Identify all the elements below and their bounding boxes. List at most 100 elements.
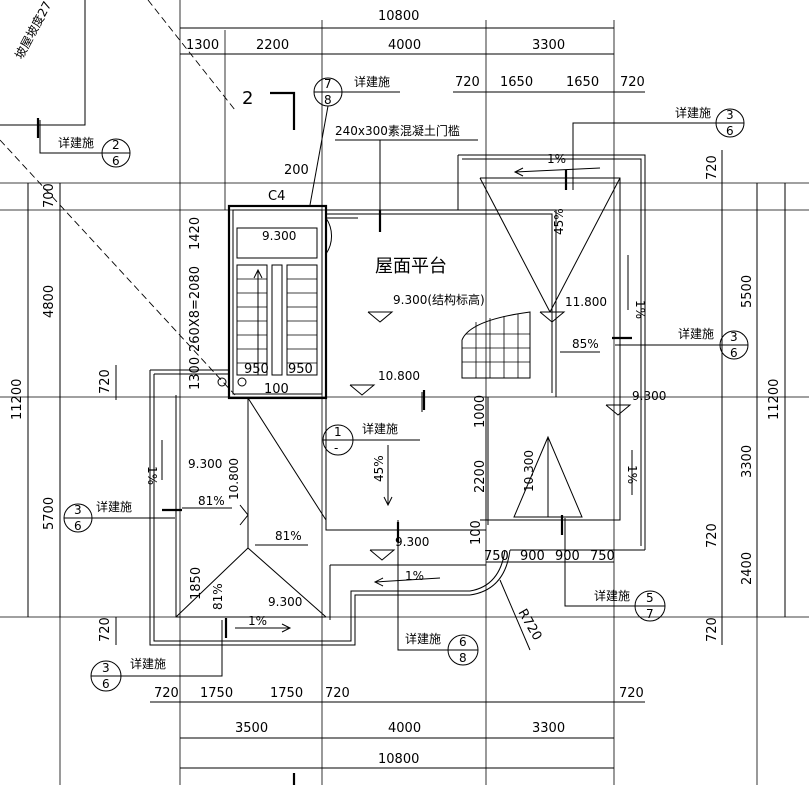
- elevation-label: 9.300: [262, 229, 296, 243]
- inner-bottom-dim: 750: [590, 549, 615, 564]
- svg-text:详建施: 详建施: [362, 421, 398, 436]
- bottom-dimensions: 720 1750 1750 720 720 3500 4000 3300 108…: [150, 686, 645, 769]
- dim-top-right-seg: 1650: [566, 75, 599, 90]
- dim-right-seg: 720: [705, 523, 720, 548]
- svg-text:-: -: [334, 441, 338, 455]
- section-ticks: [36, 118, 632, 785]
- svg-text:8: 8: [459, 651, 467, 665]
- dim-right-seg: 720: [705, 617, 720, 642]
- svg-text:详建施: 详建施: [675, 105, 711, 120]
- dim-left-seg: 5700: [42, 497, 57, 530]
- dim-right-seg: 720: [705, 155, 720, 180]
- dim-left-seg: 720: [98, 617, 113, 642]
- inner-vertical-dim: 2200: [473, 460, 488, 493]
- slope-label: 1%: [633, 300, 647, 319]
- stair-width: 1420: [188, 217, 203, 250]
- section-mark: 2: [242, 88, 253, 109]
- svg-text:6: 6: [726, 124, 734, 138]
- window-label: C4: [268, 189, 285, 204]
- elevation-label: 9.300: [188, 457, 222, 471]
- stair: C4 1420 260X8=2080 1300 950 950 100 200: [188, 163, 358, 397]
- elevation-label: 10.800: [227, 458, 241, 500]
- dim-left-small: 720: [98, 369, 113, 394]
- dim-left-total: 11200: [10, 379, 25, 420]
- slope-label: 81%: [198, 494, 225, 508]
- dim-bottom-seg-a: 720: [325, 686, 350, 701]
- dim-right-seg: 2400: [740, 552, 755, 585]
- svg-text:8: 8: [324, 93, 332, 107]
- svg-text:详建施: 详建施: [58, 135, 94, 150]
- svg-text:3: 3: [730, 330, 738, 344]
- slope-label: 1%: [248, 614, 267, 628]
- dim-top-seg: 1300: [186, 38, 219, 53]
- detail-callouts: 7 8 详建施 2 6 详建施 3 6 详建施 3: [39, 74, 749, 692]
- slope-note: 坡屋坡度27: [11, 0, 54, 61]
- slope-label: 81%: [211, 583, 225, 610]
- svg-text:详建施: 详建施: [405, 631, 441, 646]
- dim-right-seg: 3300: [740, 445, 755, 478]
- svg-text:6: 6: [74, 519, 82, 533]
- dim-top-seg: 3300: [532, 38, 565, 53]
- dim-top-seg: 2200: [256, 38, 289, 53]
- slope-label: 45%: [552, 208, 566, 235]
- svg-text:3: 3: [74, 503, 82, 517]
- left-inner-dim: 1850: [189, 567, 204, 600]
- stair-run: 260X8=2080: [188, 266, 203, 352]
- slope-label: 45%: [372, 455, 386, 482]
- dim-bottom-seg-a: 1750: [200, 686, 233, 701]
- detail-callout: 3 6 详建施: [90, 620, 223, 692]
- dim-bottom-seg-b: 3300: [532, 721, 565, 736]
- dim-left-seg: 700: [42, 183, 57, 208]
- roof-platform-title: 屋面平台: [375, 256, 447, 277]
- inner-bottom-dim: 900: [520, 549, 545, 564]
- detail-callout: 7 8 详建施: [309, 74, 400, 206]
- detail-callout: 3 6 详建施: [63, 499, 175, 533]
- elevation-label: 9.300: [395, 535, 429, 549]
- svg-text:7: 7: [646, 607, 654, 621]
- dim-top-total: 10800: [378, 9, 419, 24]
- svg-text:详建施: 详建施: [130, 656, 166, 671]
- dim-top-right-seg: 720: [620, 75, 645, 90]
- stair-extra: 1300: [188, 357, 203, 390]
- stair-bottom-dim: 100: [264, 382, 289, 397]
- elevation-label: 9.300: [632, 389, 666, 403]
- dim-bottom-seg-a: 720: [619, 686, 644, 701]
- dim-bottom-seg-a: 720: [154, 686, 179, 701]
- detail-callout: 1 - 详建施: [322, 392, 423, 456]
- dim-right-total: 11200: [767, 379, 782, 420]
- beam-note: 240x300素混凝土门槛: [335, 123, 460, 138]
- slope-label: 1%: [145, 466, 159, 485]
- dim-bottom-seg-b: 3500: [235, 721, 268, 736]
- detail-callout: 2 6 详建施: [39, 120, 131, 168]
- inner-bottom-dim: 750: [484, 549, 509, 564]
- labels: 屋面平台 240x300素混凝土门槛 2: [242, 88, 478, 277]
- detail-callout: 6 8 详建施: [397, 520, 479, 666]
- svg-text:6: 6: [112, 154, 120, 168]
- elevation-label: 9.300: [268, 595, 302, 609]
- dim-bottom-seg-a: 1750: [270, 686, 303, 701]
- dim-bottom-total: 10800: [378, 752, 419, 767]
- inner-vertical-dim: 100: [469, 520, 484, 545]
- svg-text:7: 7: [324, 77, 332, 91]
- slope-label: 1%: [405, 569, 424, 583]
- svg-text:6: 6: [459, 635, 467, 649]
- slopes: 1% 45% 85% 1% 45% 1% 81% 81% 1% 81% 1% 1…: [145, 152, 647, 633]
- tile-hatch: [461, 311, 531, 379]
- inner-vertical-dim: 1000: [473, 395, 488, 428]
- left-dimensions: 11200 700 4800 5700 720 720: [10, 183, 117, 645]
- stair-bottom-dim: 950: [288, 362, 313, 377]
- elevation-label: 10.300: [522, 450, 536, 492]
- right-dimensions: 11200 720 5500 3300 2400 720 720: [705, 150, 786, 645]
- stair-bottom-dim: 950: [244, 362, 269, 377]
- detail-callout: 3 6 详建施: [615, 326, 749, 360]
- svg-text:详建施: 详建施: [594, 588, 630, 603]
- slope-label: 81%: [275, 529, 302, 543]
- svg-text:2: 2: [112, 138, 120, 152]
- elevation-label: 10.800: [378, 369, 420, 383]
- svg-text:3: 3: [102, 661, 110, 675]
- dim-right-seg: 5500: [740, 275, 755, 308]
- svg-text:5: 5: [646, 591, 654, 605]
- svg-text:6: 6: [102, 677, 110, 691]
- slope-label: 85%: [572, 337, 599, 351]
- top-dimensions: 10800 1300 2200 4000 3300 720 1650 1650 …: [180, 9, 645, 93]
